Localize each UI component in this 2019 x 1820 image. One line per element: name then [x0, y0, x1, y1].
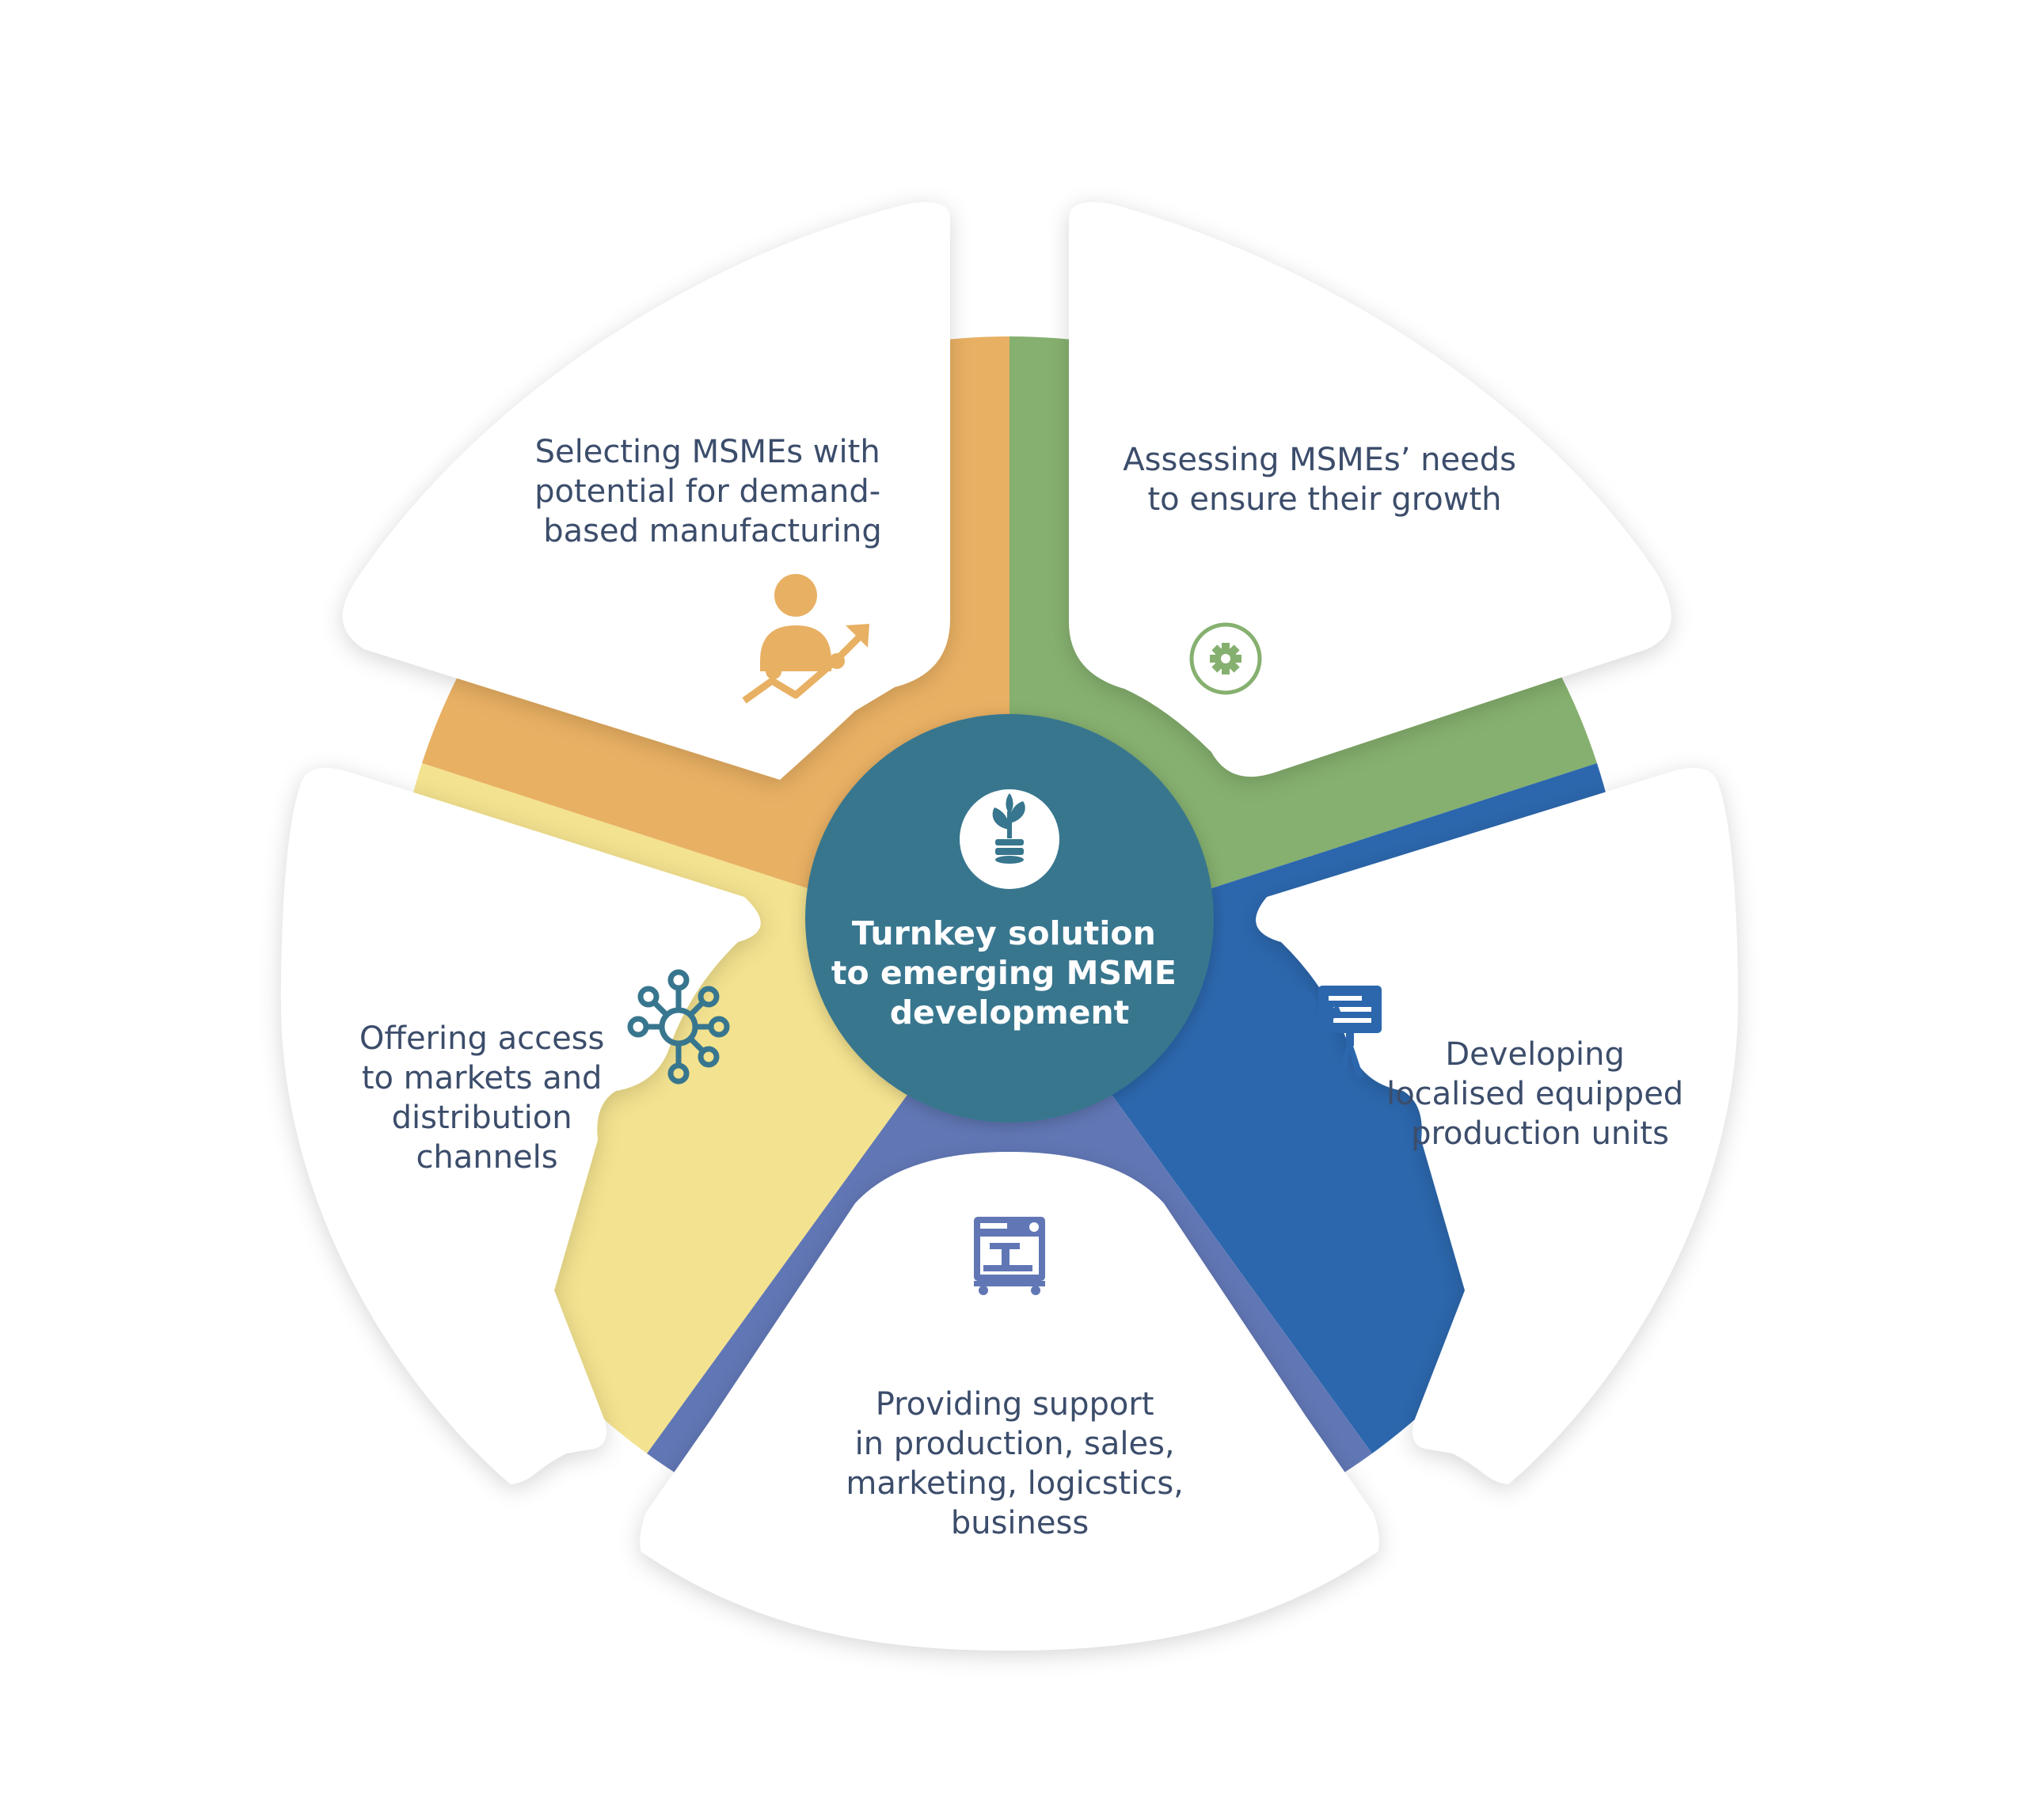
segment-providing: Providing support in production, sales, …: [846, 1217, 1193, 1541]
segment-line: Offering access: [359, 1020, 604, 1057]
segment-assessing-text: Assessing MSMEs’ needs to ensure their g…: [1123, 442, 1526, 518]
segment-line: Providing support: [876, 1386, 1154, 1423]
segment-line: distribution: [392, 1100, 572, 1136]
segment-line: channels: [416, 1139, 557, 1176]
hub-title-line-1: Turnkey solution: [852, 914, 1156, 952]
segment-line: production units: [1411, 1115, 1669, 1152]
card-providing: [640, 1152, 1379, 1651]
center-hub: Turnkey solution to emerging MSME develo…: [805, 714, 1214, 1123]
hub-title: Turnkey solution to emerging MSME develo…: [831, 914, 1188, 1032]
person-growth-icon: [742, 574, 869, 704]
segment-line: to markets and: [362, 1060, 603, 1096]
segment-line: to ensure their growth: [1147, 481, 1501, 518]
hub-title-line-2: to emerging MSME: [831, 954, 1177, 992]
segment-line: potential for demand-: [534, 473, 880, 510]
segment-line: marketing, logicstics,: [846, 1465, 1184, 1502]
segment-line: localised equipped: [1386, 1076, 1683, 1112]
segment-line: in production, sales,: [855, 1426, 1175, 1462]
segment-line: Developing: [1445, 1036, 1625, 1073]
gear-icon: [1189, 622, 1262, 695]
segment-selecting: Selecting MSMEs with potential for deman…: [534, 434, 891, 704]
segment-line: Assessing MSMEs’ needs: [1123, 442, 1516, 478]
machine-icon: [974, 1217, 1045, 1295]
segment-line: business: [951, 1505, 1089, 1541]
card-offering: [281, 768, 761, 1484]
segment-offering-text: Offering access to markets and distribut…: [359, 1020, 614, 1176]
presentation-icon: [1286, 986, 1382, 1077]
segment-providing-text: Providing support in production, sales, …: [846, 1386, 1193, 1541]
segment-developing: Developing localised equipped production…: [1286, 986, 1694, 1152]
hub-title-line-3: development: [890, 994, 1130, 1032]
segment-line: Selecting MSMEs with: [535, 434, 880, 470]
segment-offering: Offering access to markets and distribut…: [359, 969, 730, 1176]
segment-selecting-text: Selecting MSMEs with potential for deman…: [534, 434, 891, 549]
card-group: [281, 202, 1738, 1651]
network-icon: [627, 969, 730, 1085]
segment-line: based manufacturing: [543, 513, 882, 549]
plant-coin-icon: [992, 793, 1025, 864]
hub-circle: [805, 714, 1214, 1123]
card-developing: [1256, 768, 1738, 1484]
card-assessing: [1069, 202, 1671, 777]
segment-assessing: Assessing MSMEs’ needs to ensure their g…: [1123, 442, 1526, 695]
segment-developing-text: Developing localised equipped production…: [1386, 1036, 1694, 1152]
